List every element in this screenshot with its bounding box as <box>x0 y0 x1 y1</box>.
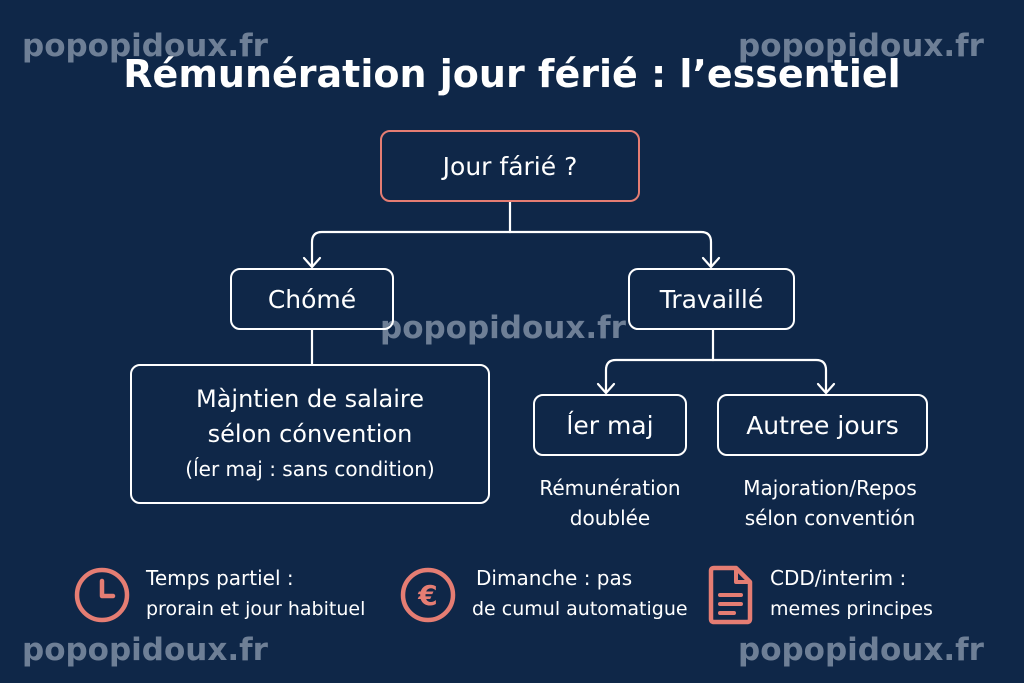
connector-root-right <box>508 230 713 268</box>
root-question-label: Jour fárié ? <box>442 151 578 181</box>
premier-mai-box: ĺer maj <box>533 394 687 456</box>
maintien-salaire-box: Màjntien de salaire sélon cónvention (ĺe… <box>130 364 490 504</box>
watermark-top-right: popopidoux.fr <box>738 28 984 64</box>
autres-jours-caption-line-2: sélon conventión <box>744 506 916 530</box>
maintien-line-3: (ĺer maj : sans condition) <box>185 457 435 481</box>
svg-text:€: € <box>417 579 437 612</box>
connector-root-left <box>310 230 512 268</box>
page-title: Rémunération jour férié : l’essentiel <box>123 52 901 96</box>
maintien-line-2: sélon cónvention <box>207 420 413 448</box>
watermark-top-left: popopidoux.fr <box>22 28 268 64</box>
watermark-bottom-right: popopidoux.fr <box>738 632 984 668</box>
footer-cdd-desc: memes principes <box>770 598 933 620</box>
arrow-head-left <box>302 256 322 269</box>
footer-dimanche-title: Dimanche : pas <box>476 566 633 590</box>
maintien-line-1: Màjntien de salaire <box>196 385 424 413</box>
autres-jours-label: Autree jours <box>746 410 899 440</box>
connector-travaille-left <box>604 358 715 394</box>
euro-coin-icon: € <box>400 567 456 623</box>
premier-mai-caption-line-2: doublée <box>569 506 651 530</box>
autres-jours-caption-line-1: Majoration/Repos <box>743 476 917 500</box>
footer-cdd-title: CDD/interim : <box>770 566 907 590</box>
arrow-head-right <box>701 256 721 269</box>
document-icon <box>708 565 753 625</box>
clock-icon <box>74 567 130 623</box>
root-question-box: Jour fárié ? <box>380 130 640 202</box>
chome-box: Chómé <box>230 268 394 330</box>
arrow-head-travaille-right <box>816 382 836 395</box>
footer-temps-partiel-title: Temps partiel : <box>146 566 294 590</box>
watermark-bottom-left: popopidoux.fr <box>22 632 268 668</box>
premier-mai-label: ĺer maj <box>566 410 654 440</box>
arrow-head-travaille-left <box>596 382 616 395</box>
autres-jours-box: Autree jours <box>717 394 928 456</box>
premier-mai-caption-line-1: Rémunération <box>539 476 681 500</box>
connector-travaille-right <box>711 358 828 394</box>
premier-mai-caption: Rémunération doublée <box>510 473 710 533</box>
autres-jours-caption: Majoration/Repos sélon conventión <box>712 473 948 533</box>
travaille-label: Travaillé <box>659 284 764 314</box>
footer-dimanche-desc: de cumul automatigue <box>472 598 688 620</box>
chome-label: Chómé <box>267 284 357 314</box>
travaille-box: Travaillé <box>628 268 795 330</box>
watermark-center: popopidoux.fr <box>380 310 626 346</box>
footer-temps-partiel-desc: prorain et jour habituel <box>146 598 366 620</box>
